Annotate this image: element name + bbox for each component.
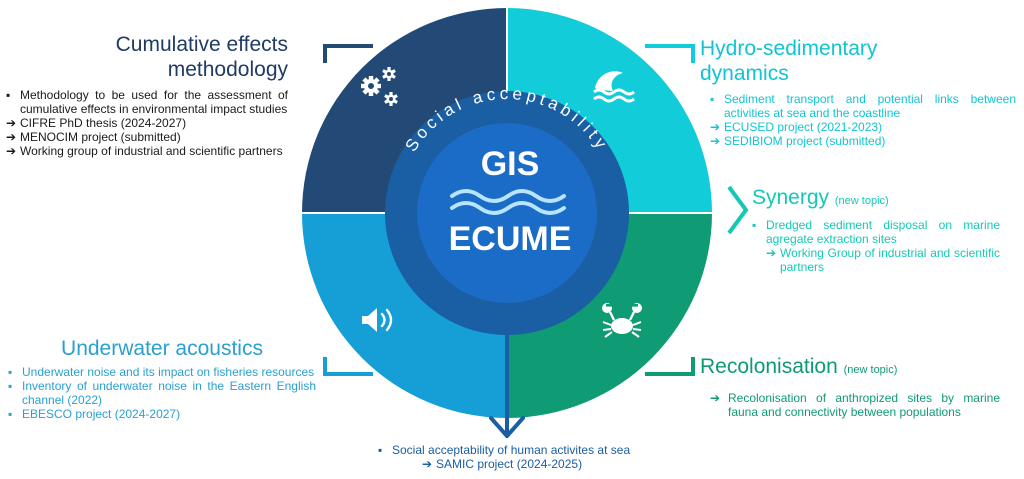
bullet-marker: ▪ xyxy=(378,443,383,457)
list-social: ▪ Social acceptability of human activites… xyxy=(378,443,698,471)
list-recolonisation: ➔ Recolonisation of anthropized sites by … xyxy=(700,391,1000,419)
arrow-marker: ➔ xyxy=(710,120,721,134)
list-synergy: ▪ Dredged sediment disposal on marine agr… xyxy=(752,218,1000,274)
item-text: SEDIBIOM project (submitted) xyxy=(724,134,886,148)
title-acoustics-text: Underwater acoustics xyxy=(61,337,263,360)
list-item: ▪ Inventory of underwater noise in the Ea… xyxy=(8,379,316,407)
speaker-icon xyxy=(362,308,393,332)
arrow-marker: ➔ xyxy=(6,130,17,144)
bullet-marker: ▪ xyxy=(8,379,13,393)
arrow-marker: ➔ xyxy=(6,116,17,130)
title-synergy-text: Synergy xyxy=(752,186,830,209)
core-circle xyxy=(417,123,597,303)
title-recolonisation: Recolonisation (new topic) xyxy=(700,354,1000,383)
item-text: Dredged sediment disposal on marine agre… xyxy=(766,218,1000,246)
list-item: ➔Working Group of industrial and scienti… xyxy=(752,246,1000,274)
list-item: ➔MENOCIM project (submitted) xyxy=(6,130,288,144)
bullet-marker: ▪ xyxy=(8,407,13,421)
list-item: ▪ Sediment transport and potential links … xyxy=(710,92,1016,120)
bullet-marker: ▪ xyxy=(752,218,757,232)
bullet-marker: ▪ xyxy=(8,365,13,379)
item-text: Social acceptability of human activites … xyxy=(392,443,631,457)
list-cumulative: ▪ Methodology to be used for the assessme… xyxy=(6,88,288,158)
list-item: ▪ Social acceptability of human activites… xyxy=(378,443,698,457)
down-arrow-icon xyxy=(489,333,525,438)
item-text: Inventory of underwater noise in the Eas… xyxy=(22,379,316,407)
item-text: MENOCIM project (submitted) xyxy=(20,130,181,144)
title-cumulative-line1: Cumulative effects xyxy=(115,33,288,56)
item-text: Methodology to be used for the assessmen… xyxy=(20,88,288,116)
item-text: ECUSED project (2021-2023) xyxy=(724,120,883,134)
note-recolonisation: (new topic) xyxy=(843,364,898,376)
item-text: EBESCO project (2024-2027) xyxy=(22,407,181,421)
bracket-cumulative xyxy=(323,44,373,63)
item-text: Sediment transport and potential links b… xyxy=(724,92,1016,120)
panel-synergy: Synergy (new topic) ▪ Dredged sediment di… xyxy=(752,185,1000,274)
item-text: SAMIC project (2024-2025) xyxy=(436,457,583,471)
bullet-marker: ▪ xyxy=(710,92,715,106)
item-text: Recolonisation of anthropized sites by m… xyxy=(728,391,1000,419)
list-item: ▪ EBESCO project (2024-2027) xyxy=(8,407,316,421)
panel-hydro: Hydro-sedimentary dynamics ▪ Sediment tra… xyxy=(700,36,1016,148)
center-title-gis: GIS xyxy=(481,145,540,183)
title-recolonisation-text: Recolonisation xyxy=(700,355,838,378)
bullet-marker: ▪ xyxy=(6,88,11,102)
item-text: CIFRE PhD thesis (2024-2027) xyxy=(20,116,187,130)
bracket-acoustics xyxy=(323,357,373,376)
item-text: Underwater noise and its impact on fishe… xyxy=(22,365,315,379)
wave-lines-icon xyxy=(450,189,566,215)
title-cumulative-line2: methodology xyxy=(167,58,288,81)
note-synergy: (new topic) xyxy=(834,195,889,207)
title-cumulative: Cumulative effects methodology xyxy=(6,32,288,82)
wave-icon xyxy=(593,71,635,103)
list-item: ▪ Underwater noise and its impact on fish… xyxy=(8,365,316,379)
center-title-ecume: ECUME xyxy=(449,220,572,258)
list-hydro: ▪ Sediment transport and potential links … xyxy=(700,92,1016,148)
arrow-marker: ➔ xyxy=(710,134,721,148)
list-item: ➔CIFRE PhD thesis (2024-2027) xyxy=(6,116,288,130)
list-item: ▪ Methodology to be used for the assessme… xyxy=(6,88,288,116)
arrow-marker: ➔ xyxy=(766,246,777,260)
title-synergy: Synergy (new topic) xyxy=(752,185,1000,214)
item-text: Working group of industrial and scientif… xyxy=(20,144,283,158)
panel-social: ▪ Social acceptability of human activites… xyxy=(378,443,698,471)
list-item: ➔SEDIBIOM project (submitted) xyxy=(710,134,1016,148)
crab-icon xyxy=(602,303,642,338)
arrow-marker: ➔ xyxy=(6,144,17,158)
bracket-recolonisation xyxy=(645,357,695,376)
panel-acoustics: Underwater acoustics ▪ Underwater noise a… xyxy=(8,336,316,421)
panel-recolonisation: Recolonisation (new topic) ➔ Recolonisati… xyxy=(700,354,1000,419)
arrow-marker: ➔ xyxy=(710,391,721,405)
list-item: ▪ Dredged sediment disposal on marine agr… xyxy=(752,218,1000,246)
list-item: ➔ Recolonisation of anthropized sites by … xyxy=(710,391,1000,419)
title-acoustics: Underwater acoustics xyxy=(8,336,316,361)
bracket-hydro xyxy=(645,44,695,63)
title-hydro-line1: Hydro-sedimentary xyxy=(700,37,878,60)
item-text: Working Group of industrial and scientif… xyxy=(780,246,1000,274)
list-item: ➔Working group of industrial and scienti… xyxy=(6,144,288,158)
title-hydro-line2: dynamics xyxy=(700,62,789,85)
list-item: ➔ECUSED project (2021-2023) xyxy=(710,120,1016,134)
list-item: ➔SAMIC project (2024-2025) xyxy=(378,457,698,471)
panel-cumulative: Cumulative effects methodology ▪ Methodol… xyxy=(6,32,288,158)
bracket-synergy xyxy=(727,185,749,235)
title-hydro: Hydro-sedimentary dynamics xyxy=(700,36,1016,86)
gears-icon xyxy=(361,67,398,106)
arrow-marker: ➔ xyxy=(422,457,433,471)
list-acoustics: ▪ Underwater noise and its impact on fish… xyxy=(8,365,316,421)
